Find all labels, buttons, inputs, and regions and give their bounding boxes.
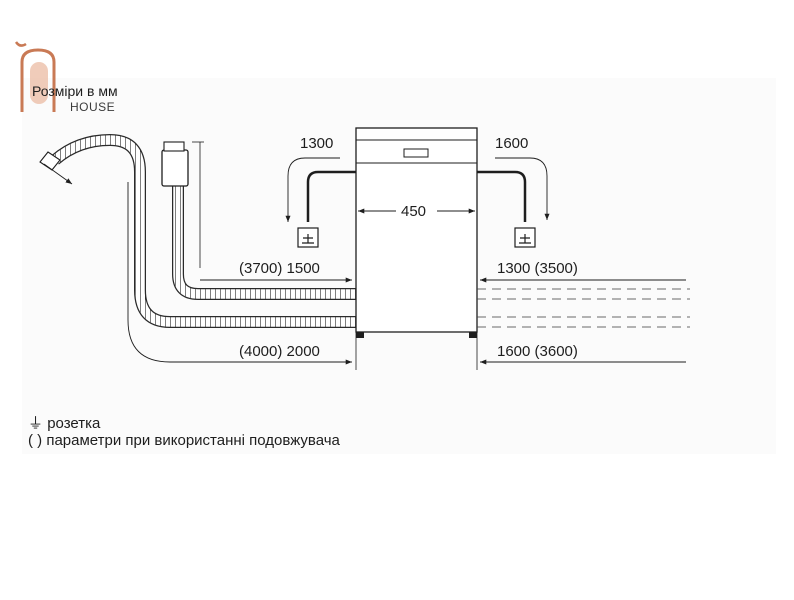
width-label: 450 [401, 203, 426, 220]
drain-hose [39, 133, 356, 328]
left-socket-icon [297, 227, 319, 248]
brand-text: HOUSE [70, 100, 116, 114]
left-short-hose-label: (3700) 1500 [239, 260, 320, 277]
left-connection-label: 1300 [300, 135, 333, 152]
tap-height-line [192, 141, 204, 268]
left-connection-cable [306, 170, 356, 222]
appliance-extension-lines [355, 260, 478, 370]
legend-item-socket: ⏚ розетка [28, 412, 100, 433]
inlet-hose [161, 141, 356, 300]
left-long-dimension-arrow [43, 163, 352, 365]
parentheses-symbol: ( ) [28, 432, 43, 449]
right-long-hose-label: 1600 (3600) [497, 343, 578, 360]
right-connection-arrow [495, 157, 550, 220]
legend-socket-text: розетка [47, 415, 101, 432]
left-connection-arrow [285, 157, 340, 222]
legend-item-extension: ( ) параметри при використанні подовжува… [28, 432, 340, 449]
socket-symbol-icon: ⏚ [28, 415, 44, 432]
logo-icon [14, 41, 56, 112]
right-short-hose-label: 1300 (3500) [497, 260, 578, 277]
right-connection-label: 1600 [495, 135, 528, 152]
right-hose-dashed [477, 288, 690, 328]
right-connection-cable [477, 170, 527, 222]
dishwasher-body [355, 127, 478, 338]
right-socket-icon [514, 227, 536, 248]
legend-extension-text: параметри при використанні подовжувача [46, 432, 340, 449]
units-caption: Розміри в мм [32, 83, 118, 99]
left-long-hose-label: (4000) 2000 [239, 343, 320, 360]
